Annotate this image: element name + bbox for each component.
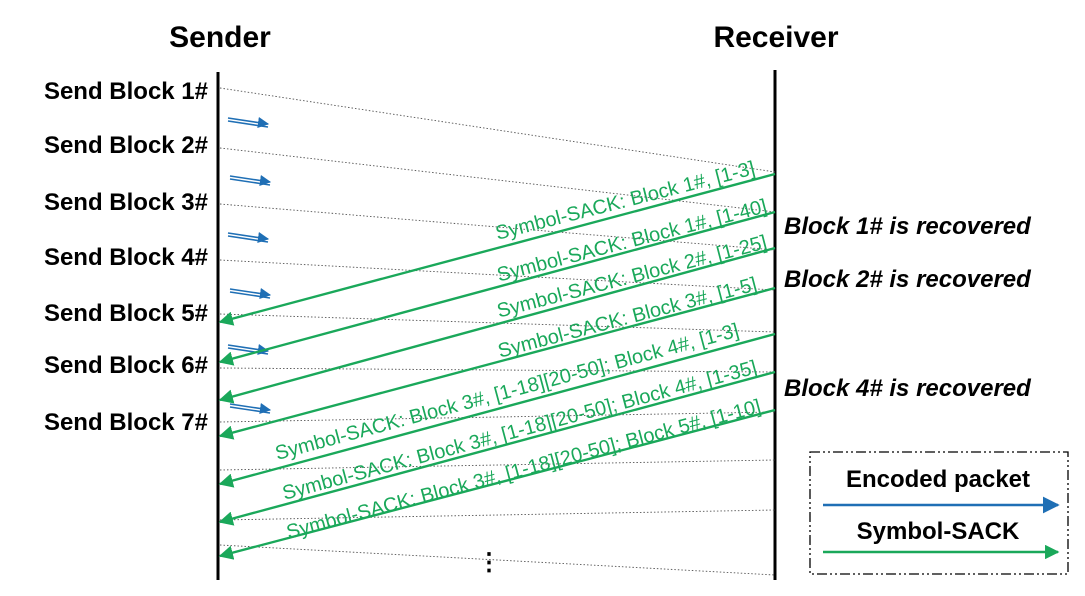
packet-line [219, 147, 776, 213]
sack-arrow [218, 370, 776, 526]
recovered-note: Block 2# is recovered [784, 266, 1032, 293]
sack-arrow [218, 246, 776, 404]
send-block-label: Send Block 5# [44, 300, 208, 327]
packet-line [219, 411, 776, 423]
packet-lines [219, 87, 776, 576]
sack-arrow [218, 332, 776, 488]
send-block-label: Send Block 1# [44, 78, 208, 105]
continuation-ellipsis: ⋮ [477, 549, 501, 576]
encoded-packet-arrows [227, 116, 272, 415]
recovered-note: Block 1# is recovered [784, 213, 1032, 240]
send-block-label: Send Block 6# [44, 352, 208, 379]
sack-arrow [218, 172, 776, 326]
sender-header: Sender [169, 21, 271, 54]
legend: Encoded packet Symbol-SACK [809, 451, 1069, 575]
send-block-label: Send Block 2# [44, 132, 208, 159]
recovered-note: Block 4# is recovered [784, 375, 1032, 402]
legend-frame [809, 451, 1069, 575]
packet-line [219, 367, 776, 373]
encoded-packet-icon [227, 231, 270, 244]
encoded-packet-icon [227, 116, 270, 129]
send-block-label: Send Block 7# [44, 409, 208, 436]
packet-line [219, 544, 776, 576]
legend-encoded-label: Encoded packet [846, 466, 1030, 493]
sack-arrows [218, 172, 776, 560]
encoded-packet-icon [229, 402, 272, 415]
packet-line [219, 87, 776, 173]
send-block-label: Send Block 4# [44, 244, 208, 271]
sack-arrow [218, 210, 776, 366]
sack-arrow [218, 286, 776, 440]
sack-arrow [218, 408, 776, 560]
packet-line [219, 259, 776, 291]
packet-line [219, 509, 776, 521]
send-block-label: Send Block 3# [44, 189, 208, 216]
legend-sack-label: Symbol-SACK [857, 518, 1020, 545]
packet-line [219, 459, 776, 471]
encoded-packet-icon [229, 287, 272, 300]
encoded-packet-icon [229, 174, 272, 187]
receiver-header: Receiver [713, 21, 838, 54]
